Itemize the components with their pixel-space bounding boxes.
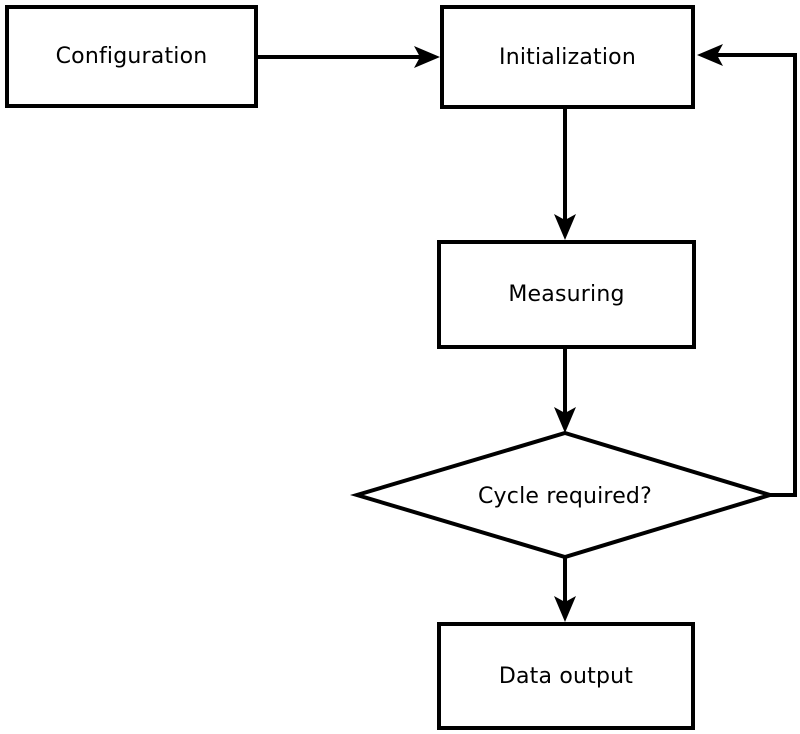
arrowhead-down-icon: [554, 407, 576, 433]
node-cycle-required: Cycle required?: [415, 481, 715, 511]
node-measuring: Measuring: [437, 240, 696, 349]
node-configuration-label: Configuration: [55, 44, 208, 69]
node-data-output-label: Data output: [498, 663, 634, 689]
arrowhead-left-icon: [697, 44, 723, 66]
node-cycle-required-shape: [349, 430, 777, 560]
arrowhead-right-icon: [414, 46, 440, 68]
node-initialization: Initialization: [440, 5, 695, 109]
arrowhead-down-icon: [554, 596, 576, 622]
node-measuring-label: Measuring: [508, 282, 625, 307]
edge-cycle-required-initialization-feedback: [717, 53, 797, 497]
node-data-output: Data output: [437, 622, 695, 730]
node-configuration: Configuration: [5, 5, 258, 108]
arrowhead-down-icon: [554, 214, 576, 240]
node-initialization-label: Initialization: [499, 44, 636, 70]
node-cycle-required-label: Cycle required?: [478, 483, 652, 509]
